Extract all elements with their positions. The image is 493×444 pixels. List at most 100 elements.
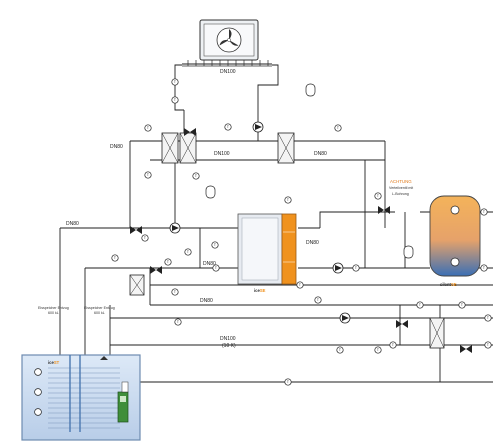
three-way-valve-bottom[interactable] <box>460 345 472 353</box>
temperature-sensor-icon: T <box>374 346 382 354</box>
temperature-sensor-icon: T <box>484 341 492 349</box>
sensor-symbol: T <box>147 173 149 177</box>
plate-heat-exchanger-right[interactable] <box>277 132 295 164</box>
temperature-sensor-icon: T <box>416 301 424 309</box>
sensor-symbol: T <box>483 266 485 270</box>
plate-heat-exchanger-ice[interactable] <box>129 274 145 296</box>
sensor-symbol: T <box>167 260 169 264</box>
sensor-symbol: T <box>195 174 197 178</box>
temperature-sensor-icon: T <box>480 208 488 216</box>
sensor-symbol: T <box>339 348 341 352</box>
label-dn100-mid: DN100 <box>214 151 230 157</box>
temperature-sensor-icon: T <box>284 378 292 386</box>
heatpump-brand: iceSE <box>254 288 266 293</box>
annotation-left-a-line1: Eisspeicher Entzug <box>38 306 69 310</box>
temperature-sensor-icon: T <box>389 341 397 349</box>
temperature-sensor-icon: T <box>171 288 179 296</box>
temperature-sensor-icon: T <box>212 264 220 272</box>
sensor-symbol: T <box>144 236 146 240</box>
sensor-symbol: T <box>177 320 179 324</box>
expansion-vessel-top[interactable] <box>305 83 316 97</box>
pump-top[interactable] <box>252 121 264 133</box>
temperature-sensor-icon: T <box>336 346 344 354</box>
sensor-symbol: T <box>174 98 176 102</box>
sensor-symbol: T <box>419 303 421 307</box>
three-way-valve-left[interactable] <box>130 226 142 234</box>
temperature-sensor-icon: T <box>458 301 466 309</box>
temperature-sensor-icon: T <box>174 318 182 326</box>
three-way-valve-lower[interactable] <box>396 320 408 328</box>
label-dn100-bottom-sub: (10 K) <box>222 343 236 349</box>
label-dn80-hp-right: DN80 <box>306 240 319 246</box>
temperature-sensor-icon: T <box>480 264 488 272</box>
temperature-sensor-icon: T <box>484 314 492 322</box>
outdoor-collector: DN100 <box>182 60 272 75</box>
label-dn80-upper-left: DN80 <box>110 144 123 150</box>
sensor-symbol: T <box>337 126 339 130</box>
sensor-symbol: T <box>214 243 216 247</box>
expansion-vessel-mid[interactable] <box>205 185 216 199</box>
sensor-symbol: T <box>355 266 357 270</box>
pump-left[interactable] <box>169 222 181 234</box>
label-dn80-mid-right: DN80 <box>314 151 327 157</box>
sensor-symbol: T <box>215 266 217 270</box>
three-way-valve-top[interactable] <box>184 128 196 136</box>
label-dn80-left: DN80 <box>66 221 79 227</box>
sensor-symbol: T <box>147 126 149 130</box>
temperature-sensor-icon: T <box>314 296 322 304</box>
ice-storage-tank[interactable]: iceST <box>21 354 141 441</box>
temperature-sensor-icon: T <box>352 264 360 272</box>
sensor-symbol: T <box>483 210 485 214</box>
buffer-storage-tank[interactable]: silentSE <box>429 195 481 287</box>
temperature-sensor-icon: T <box>296 281 304 289</box>
sensor-symbol: T <box>487 316 489 320</box>
sensor-symbol: T <box>487 343 489 347</box>
temperature-sensor-icon: T <box>171 78 179 86</box>
sensor-symbol: T <box>317 298 319 302</box>
sensor-symbol: T <box>299 283 301 287</box>
three-way-valve-right[interactable] <box>378 206 390 214</box>
sensor-symbol: T <box>287 198 289 202</box>
temperature-sensor-icon: T <box>211 241 219 249</box>
temperature-sensor-icon: T <box>184 248 192 256</box>
sensor-symbol: T <box>392 343 394 347</box>
pump-hp-return[interactable] <box>332 262 344 274</box>
temperature-sensor-icon: T <box>144 171 152 179</box>
plate-heat-exchanger-left[interactable] <box>161 132 197 164</box>
warning-note: ACHTUNG Verteilventil mit L-Bohrung <box>389 179 413 196</box>
plate-heat-exchanger-lower[interactable] <box>429 317 445 349</box>
pump-lower[interactable] <box>339 312 351 324</box>
heat-pump-unit[interactable]: iceSE <box>237 213 297 293</box>
outdoor-dry-cooler[interactable] <box>199 19 259 61</box>
label-dn100-top: DN100 <box>220 69 236 75</box>
tank-brand: silentSE <box>440 282 457 287</box>
annotation-left-b: Eisspeicher Entzug 600 kL <box>84 306 115 315</box>
annotation-left-a-line2: 600 kL <box>48 311 59 315</box>
temperature-sensor-icon: T <box>224 123 232 131</box>
sensor-symbol: T <box>187 250 189 254</box>
three-way-valve-mid[interactable] <box>150 266 162 274</box>
ice-tank-brand: iceST <box>48 360 60 365</box>
sensor-symbol: T <box>461 303 463 307</box>
annotation-left-b-line1: Eisspeicher Entzug <box>84 306 115 310</box>
sensor-symbol: T <box>174 290 176 294</box>
temperature-sensor-icon: T <box>171 96 179 104</box>
annotation-left-b-line2: 600 kL <box>94 311 105 315</box>
sensor-symbol: T <box>114 256 116 260</box>
expansion-vessel-right[interactable] <box>403 245 414 259</box>
fan-icon <box>216 27 242 53</box>
sensor-symbol: T <box>287 380 289 384</box>
warning-title: ACHTUNG <box>390 179 412 184</box>
sensor-symbol: T <box>227 125 229 129</box>
temperature-sensor-icon: T <box>164 258 172 266</box>
temperature-sensor-icon: T <box>111 254 119 262</box>
sensor-symbol: T <box>377 194 379 198</box>
label-dn80-lower: DN80 <box>200 298 213 304</box>
annotation-left-a: Eisspeicher Entzug 600 kL <box>38 306 69 315</box>
sensor-symbol: T <box>174 80 176 84</box>
temperature-sensor-icon: T <box>334 124 342 132</box>
warning-line1: Verteilventil mit <box>389 186 413 190</box>
label-dn80-hp-left: DN80 <box>203 261 216 267</box>
